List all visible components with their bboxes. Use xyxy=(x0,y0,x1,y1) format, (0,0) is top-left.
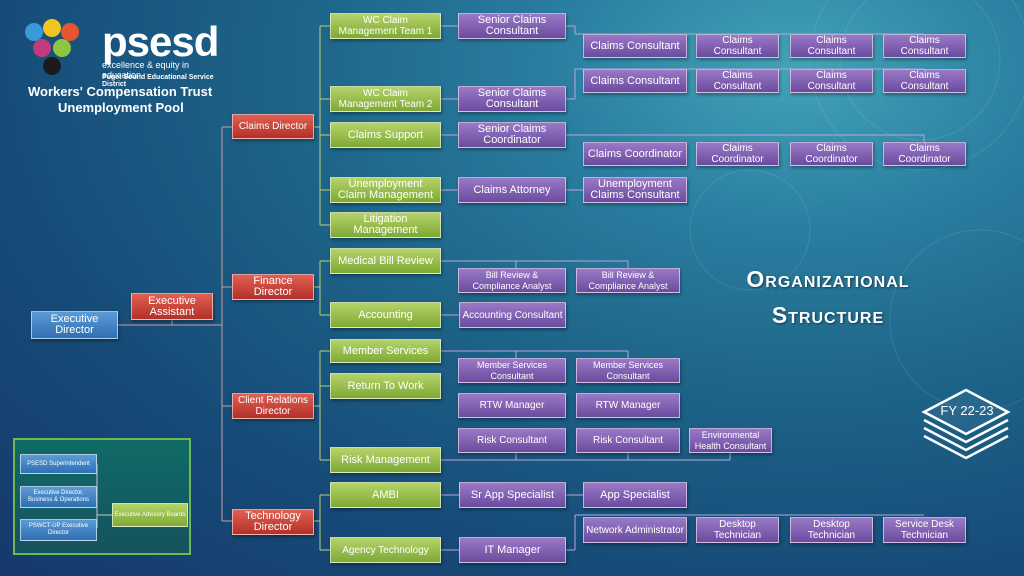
claims-consultant-box: Claims Consultant xyxy=(883,69,966,93)
wc-claim-team-1-box: WC Claim Management Team 1 xyxy=(330,13,441,39)
medical-bill-review-box: Medical Bill Review xyxy=(330,248,441,274)
program-name-line2: Unemployment Pool xyxy=(58,100,184,115)
risk-consultant-box: Risk Consultant xyxy=(458,428,566,453)
return-to-work-box: Return To Work xyxy=(330,373,441,399)
member-services-consultant-box: Member Services Consultant xyxy=(458,358,566,383)
desktop-technician-box: Desktop Technician xyxy=(696,517,779,543)
risk-consultant-box: Risk Consultant xyxy=(576,428,680,453)
finance-director-box: Finance Director xyxy=(232,274,314,300)
bill-review-analyst-box: Bill Review & Compliance Analyst xyxy=(576,268,680,293)
claims-consultant-box: Claims Consultant xyxy=(883,34,966,58)
claims-consultant-box: Claims Consultant xyxy=(696,69,779,93)
page-title-line2: Structure xyxy=(771,302,885,328)
advisory-connector-lines xyxy=(96,464,112,528)
executive-advisory-boards-box: Executive Advisory Boards xyxy=(112,503,188,527)
claims-consultant-box: Claims Consultant xyxy=(583,69,687,93)
litigation-management-box: Litigation Management xyxy=(330,212,441,238)
service-desk-technician-box: Service Desk Technician xyxy=(883,517,966,543)
claims-support-box: Claims Support xyxy=(330,122,441,148)
app-specialist-box: App Specialist xyxy=(583,482,687,508)
client-relations-director-box: Client Relations Director xyxy=(232,393,314,419)
psesd-logo: psesd excellence & equity in education P… xyxy=(20,8,220,118)
agency-technology-box: Agency Technology xyxy=(330,537,441,563)
rtw-manager-box: RTW Manager xyxy=(576,393,680,418)
ambi-box: AMBI xyxy=(330,482,441,508)
page-title-line1: Organizational xyxy=(746,266,910,292)
technology-director-box: Technology Director xyxy=(232,509,314,535)
accounting-box: Accounting xyxy=(330,302,441,328)
it-manager-box: IT Manager xyxy=(459,537,566,563)
network-administrator-box: Network Administrator xyxy=(583,517,687,543)
logo-tagline: excellence & equity in education xyxy=(102,60,190,80)
claims-director-box: Claims Director xyxy=(232,114,314,139)
rtw-manager-box: RTW Manager xyxy=(458,393,566,418)
claims-coordinator-box: Claims Coordinator xyxy=(696,142,779,166)
logo-wordmark: psesd xyxy=(102,18,219,65)
claims-attorney-box: Claims Attorney xyxy=(458,177,566,203)
wc-claim-team-2-box: WC Claim Management Team 2 xyxy=(330,86,441,112)
fiscal-year-label: FY 22-23 xyxy=(940,403,994,418)
environmental-health-consultant-box: Environmental Health Consultant xyxy=(689,428,772,453)
claims-coordinator-box: Claims Coordinator xyxy=(583,142,687,166)
claims-consultant-box: Claims Consultant xyxy=(696,34,779,58)
logo-district: Puget Sound Educational Service District xyxy=(102,74,214,88)
claims-coordinator-box: Claims Coordinator xyxy=(883,142,966,166)
claims-coordinator-box: Claims Coordinator xyxy=(790,142,873,166)
executive-assistant-box: Executive Assistant xyxy=(131,293,213,320)
stacked-pages-icon xyxy=(921,388,1011,460)
member-services-consultant-box: Member Services Consultant xyxy=(576,358,680,383)
claims-consultant-box: Claims Consultant xyxy=(583,34,687,58)
program-name-line1: Workers' Compensation Trust xyxy=(28,84,213,99)
executive-director-business-box: Executive Director, Business & Operation… xyxy=(20,486,97,508)
logo-dots-icon xyxy=(25,19,79,75)
senior-claims-consultant-1-box: Senior Claims Consultant xyxy=(458,13,566,39)
claims-consultant-box: Claims Consultant xyxy=(790,69,873,93)
risk-management-box: Risk Management xyxy=(330,447,441,473)
member-services-box: Member Services xyxy=(330,339,441,363)
senior-claims-coordinator-box: Senior Claims Coordinator xyxy=(458,122,566,148)
executive-director-box: Executive Director xyxy=(31,311,118,339)
advisory-panel: PSESD Superintendent Executive Director,… xyxy=(13,438,191,555)
unemployment-claims-consultant-box: Unemployment Claims Consultant xyxy=(583,177,687,203)
bill-review-analyst-box: Bill Review & Compliance Analyst xyxy=(458,268,566,293)
senior-claims-consultant-2-box: Senior Claims Consultant xyxy=(458,86,566,112)
unemployment-claim-management-box: Unemployment Claim Management xyxy=(330,177,441,203)
desktop-technician-box: Desktop Technician xyxy=(790,517,873,543)
claims-consultant-box: Claims Consultant xyxy=(790,34,873,58)
psesd-superintendent-box: PSESD Superintendent xyxy=(20,454,97,474)
pswct-executive-director-box: PSWCT-UP Executive Director xyxy=(20,519,97,541)
accounting-consultant-box: Accounting Consultant xyxy=(459,302,566,328)
sr-app-specialist-box: Sr App Specialist xyxy=(459,482,566,508)
